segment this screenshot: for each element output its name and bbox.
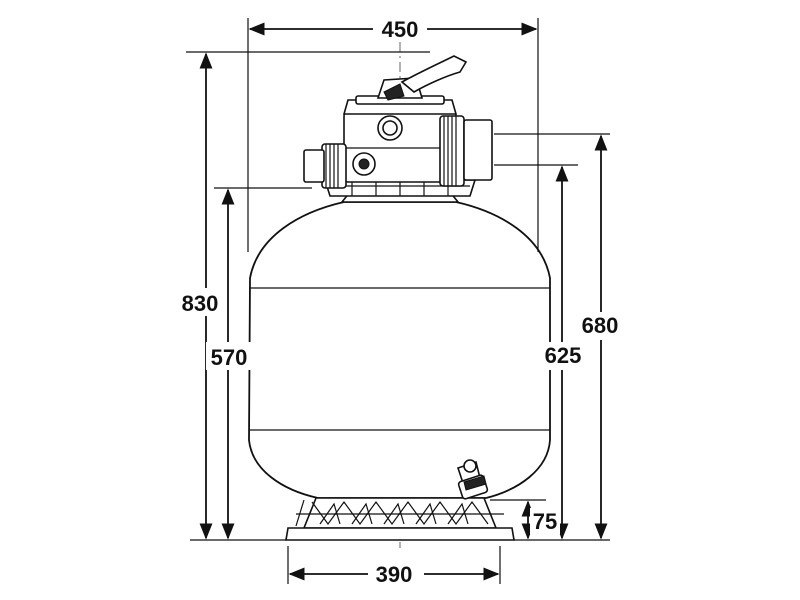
drain-valve [456, 459, 489, 500]
label-outlet-lower-height: 625 [545, 343, 582, 368]
multiport-valve [303, 55, 493, 197]
label-base-width: 390 [376, 562, 413, 587]
base-stand [285, 497, 515, 541]
label-total-height: 830 [182, 291, 219, 316]
label-drain-height: 75 [533, 509, 557, 534]
dimension-labels: 450 390 830 570 680 625 75 [176, 14, 625, 589]
label-outlet-upper-height: 680 [582, 313, 619, 338]
label-top-width: 450 [382, 17, 419, 42]
label-inlet-height: 570 [211, 345, 248, 370]
tank-body [248, 201, 551, 499]
filter-illustration [248, 42, 551, 548]
